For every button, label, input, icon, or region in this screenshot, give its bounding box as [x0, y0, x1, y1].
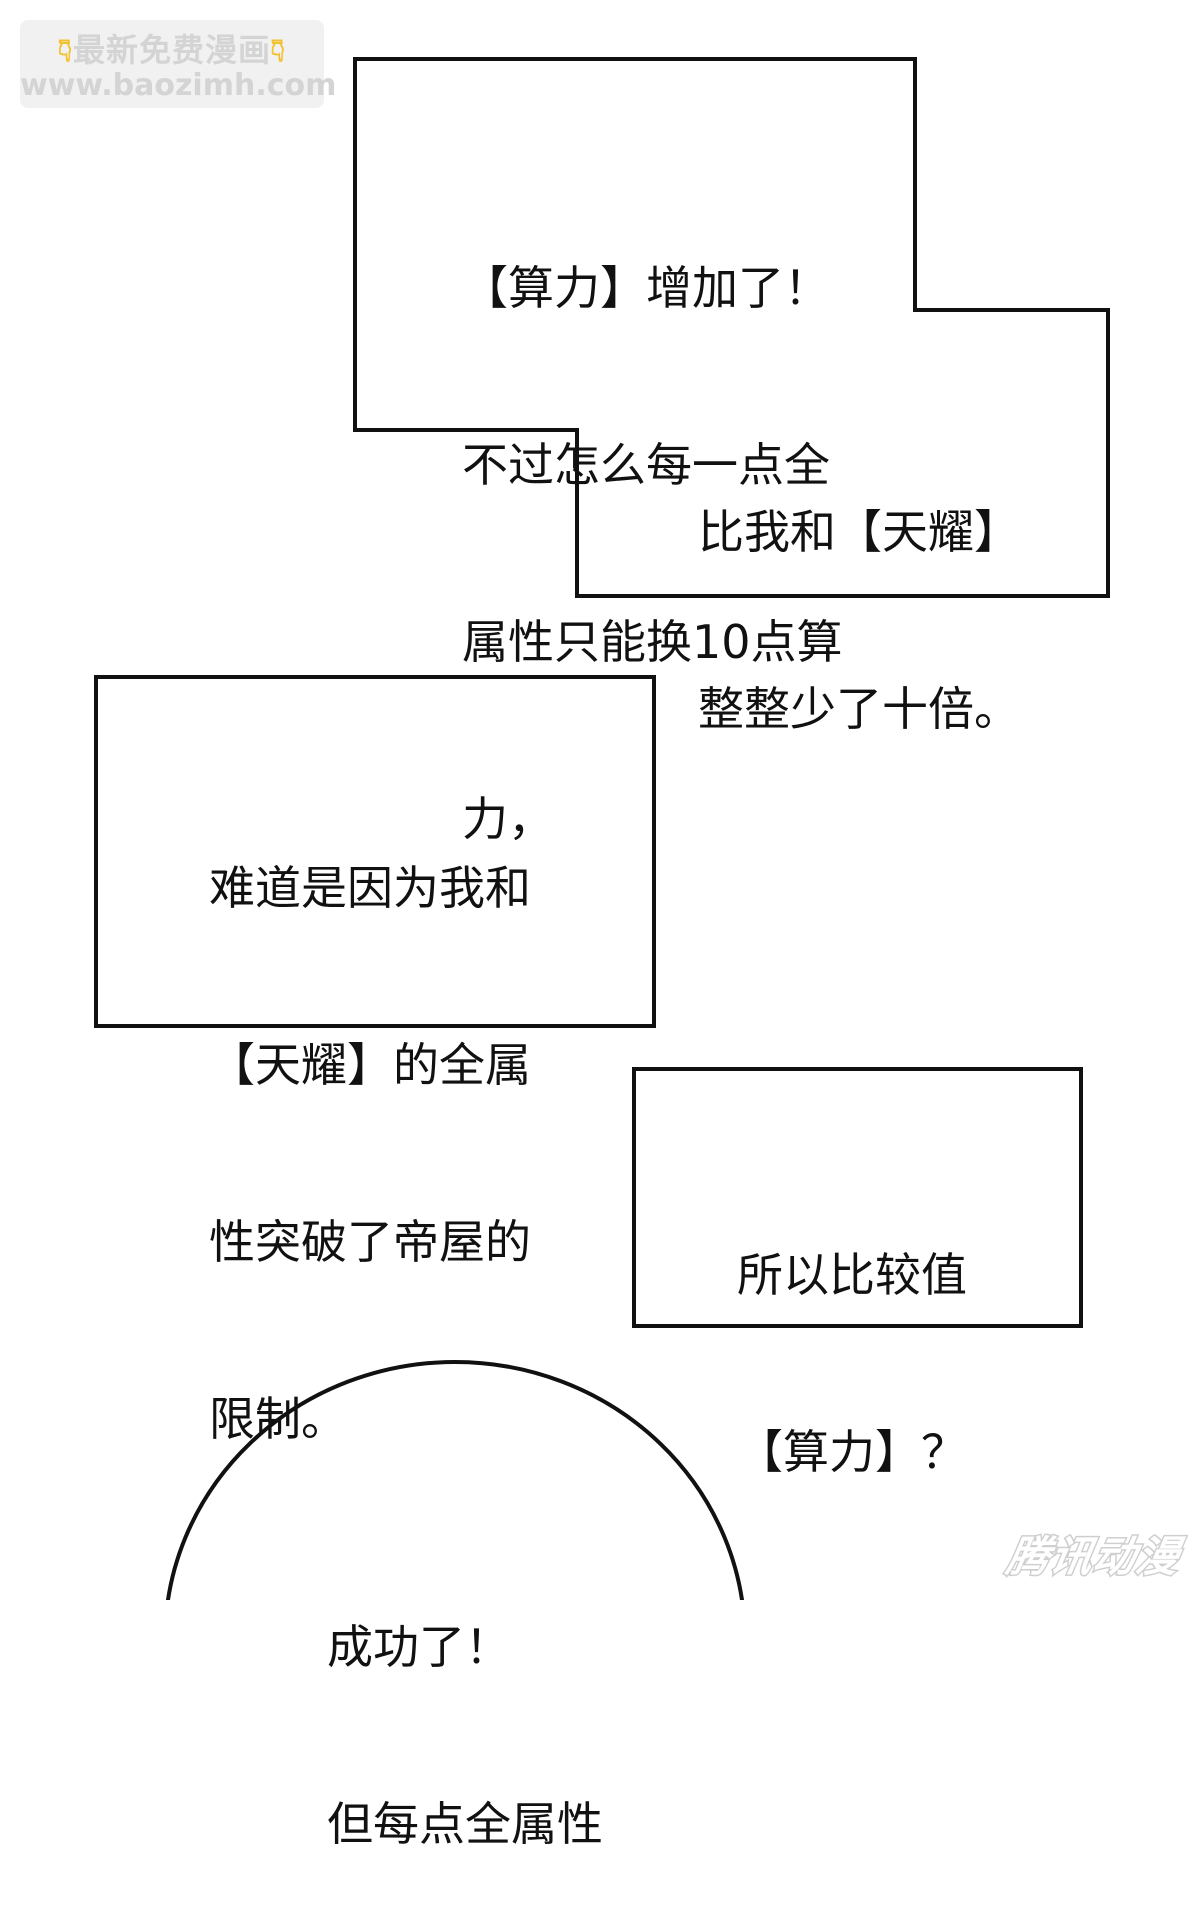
pointing-hand-icon: 👇︎ — [58, 31, 73, 69]
caption-line: 【算力】增加了！ — [462, 261, 830, 315]
caption-line: 所以比较值 — [737, 1248, 967, 1302]
watermark-badge: 👇︎最新免费漫画👇︎ www.baozimh.com — [20, 20, 337, 108]
publisher-logo: 腾讯动漫 — [990, 1530, 1186, 1584]
watermark-url: www.baozimh.com — [20, 68, 337, 103]
caption-line: 整整少了十倍。 — [698, 682, 1020, 736]
caption-4-text: 所以比较值 【算力】？ — [737, 1128, 967, 1541]
caption-line: 限制。 — [209, 1392, 347, 1446]
caption-1-text: 【算力】增加了！ 不过怎么每一点全 属性只能换10点算 力， — [462, 141, 843, 908]
watermark-title: 👇︎最新免费漫画👇︎ — [20, 30, 324, 70]
caption-box-2 — [94, 675, 656, 1028]
watermark-title-text: 最新免费漫画 — [72, 31, 271, 69]
bubble-text: 成功了！ 但每点全属性 — [327, 1500, 603, 1913]
caption-box-1 — [353, 57, 1110, 598]
caption-line: 但每点全属性 — [327, 1797, 603, 1851]
caption-line: 性突破了帝屋的 — [209, 1215, 531, 1269]
pointing-hand-icon: 👇︎ — [271, 31, 286, 69]
caption-2-text: 比我和【天耀】 整整少了十倍。 — [698, 385, 1020, 798]
caption-line: 属性只能换10点算 — [462, 615, 843, 669]
caption-box-layer — [94, 57, 1110, 1600]
caption-line: 不过怎么每一点全 — [462, 438, 830, 492]
caption-box-3 — [632, 1067, 1083, 1328]
caption-3-text: 难道是因为我和 【天耀】的全属 性突破了帝屋的 限制。 — [209, 741, 531, 1508]
speech-bubble — [166, 1360, 744, 1600]
caption-line: 力， — [462, 792, 554, 846]
caption-line: 比我和【天耀】 — [698, 505, 1020, 559]
caption-line: 难道是因为我和 — [209, 861, 531, 915]
caption-line: 【算力】？ — [737, 1425, 967, 1479]
publisher-logo-text: 腾讯动漫 — [1002, 1531, 1186, 1583]
caption-line: 成功了！ — [327, 1620, 511, 1674]
caption-line: 【天耀】的全属 — [209, 1038, 531, 1092]
